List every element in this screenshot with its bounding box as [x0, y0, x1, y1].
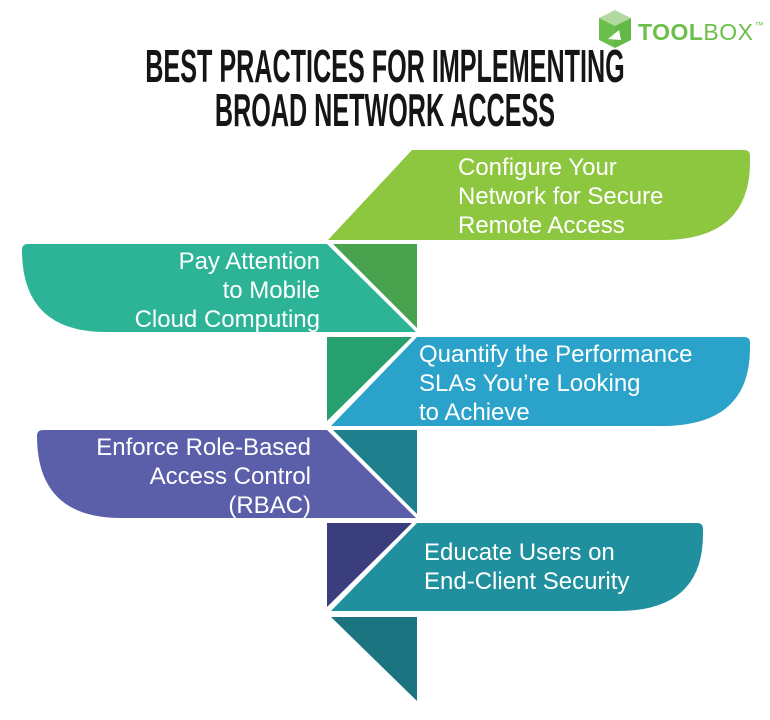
- step-1-label: Configure Your Network for Secure Remote…: [458, 154, 664, 239]
- toolbox-wordmark: TOOLBOX™: [638, 6, 764, 51]
- cube-left-face: [598, 17, 615, 48]
- step-2-ribbon: [22, 244, 416, 332]
- fold-2-shape: [327, 337, 412, 421]
- fold-3-shape: [333, 430, 417, 514]
- step-3-ribbon: [331, 337, 750, 426]
- page-title-line-2: BROAD NETWORK ACCESS: [214, 85, 556, 137]
- step-5-ribbon: [331, 523, 703, 611]
- trademark-symbol: ™: [754, 20, 764, 30]
- logo-text-light: BOX: [703, 19, 754, 45]
- step-5-label: Educate Users on End-Client Security: [424, 539, 630, 595]
- ribbon-tail-shape: [331, 617, 417, 701]
- step-1-ribbon: [328, 150, 750, 240]
- toolbox-cube-icon: [598, 9, 631, 48]
- page-title-line-1: BEST PRACTICES FOR IMPLEMENTING: [145, 41, 625, 93]
- cube-right-face: [614, 17, 631, 48]
- step-2-label: Pay Attention to Mobile Cloud Computing: [134, 248, 320, 333]
- cube-arrow-mark: [607, 29, 621, 40]
- fold-4-shape: [327, 523, 412, 607]
- step-4-label: Enforce Role-Based Access Control (RBAC): [96, 434, 311, 519]
- toolbox-logo: TOOLBOX™: [597, 6, 764, 51]
- step-4-ribbon: [37, 430, 416, 518]
- logo-text-bold: TOOL: [637, 19, 704, 45]
- step-3-label: Quantify the Performance SLAs You’re Loo…: [419, 341, 693, 426]
- fold-1-shape: [333, 244, 417, 328]
